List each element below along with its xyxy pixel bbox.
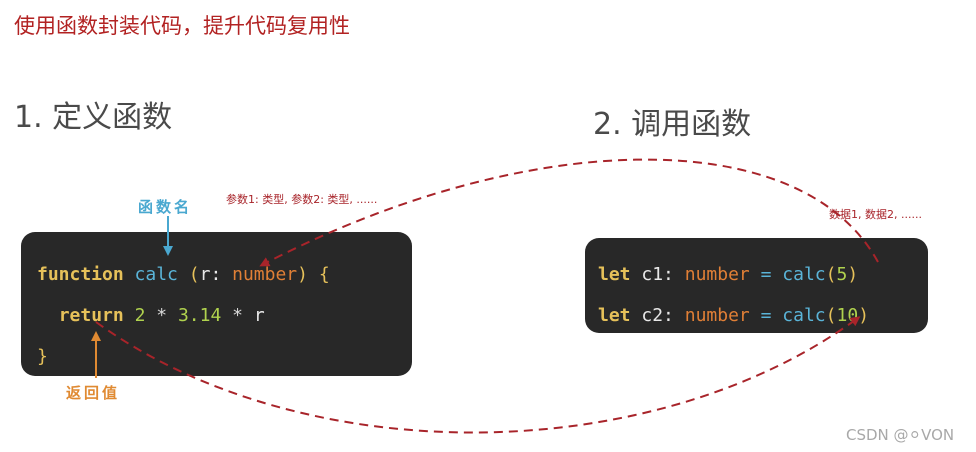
assign-operator: = (760, 264, 772, 285)
param-colon: : (210, 264, 222, 285)
section-call-title: 2. 调用函数 (593, 107, 752, 142)
argument-value: 5 (836, 264, 848, 285)
code-line-call-2: let c2: number = calc(10) (598, 295, 928, 336)
type-colon: : (663, 264, 674, 285)
keyword-let: let (598, 305, 631, 326)
open-paren: ( (825, 264, 837, 285)
code-line-close: } (37, 336, 412, 377)
open-brace: { (318, 264, 330, 285)
close-paren: ) (858, 305, 870, 326)
return-to-call-arrow (95, 316, 861, 434)
variable-name: c1 (641, 264, 664, 285)
code-line-signature: function calc (r: number) { (37, 254, 412, 295)
argument-to-parameter-arrow (259, 158, 879, 267)
multiply-operator: * (156, 305, 168, 326)
code-line-call-1: let c1: number = calc(5) (598, 254, 928, 295)
return-value-label: 返回值 (66, 384, 121, 402)
page-title: 使用函数封装代码，提升代码复用性 (14, 14, 350, 38)
close-paren: ) (297, 264, 308, 285)
function-definition-code: function calc (r: number) { return 2 * 3… (21, 232, 412, 376)
code-line-return: return 2 * 3.14 * r (37, 295, 412, 336)
open-paren: ( (825, 305, 837, 326)
number-literal: 2 (134, 305, 146, 326)
type-annotation: number (684, 264, 750, 285)
variable-name: c2 (641, 305, 664, 326)
close-brace: } (37, 346, 48, 367)
open-paren: ( (188, 264, 200, 285)
keyword-let: let (598, 264, 631, 285)
type-colon: : (663, 305, 674, 326)
function-call-name: calc (782, 264, 826, 285)
keyword-function: function (37, 264, 124, 285)
function-name-label: 函数名 (138, 198, 193, 216)
function-call-code: let c1: number = calc(5)let c2: number =… (585, 238, 928, 333)
multiply-operator: * (232, 305, 243, 326)
number-literal: 3.14 (177, 305, 222, 326)
param-type: number (232, 264, 298, 285)
watermark: CSDN @⚪VON (846, 426, 955, 444)
param-name: r (199, 264, 211, 285)
section-define-title: 1. 定义函数 (14, 100, 173, 135)
function-name: calc (134, 264, 178, 285)
keyword-return: return (58, 305, 124, 326)
identifier-r: r (253, 305, 265, 326)
type-annotation: number (684, 305, 750, 326)
assign-operator: = (760, 305, 772, 326)
params-annotation: 参数1: 类型, 参数2: 类型, ...... (226, 193, 378, 206)
function-call-name: calc (782, 305, 826, 326)
args-annotation: 数据1, 数据2, ...... (829, 208, 922, 221)
close-paren: ) (847, 264, 859, 285)
